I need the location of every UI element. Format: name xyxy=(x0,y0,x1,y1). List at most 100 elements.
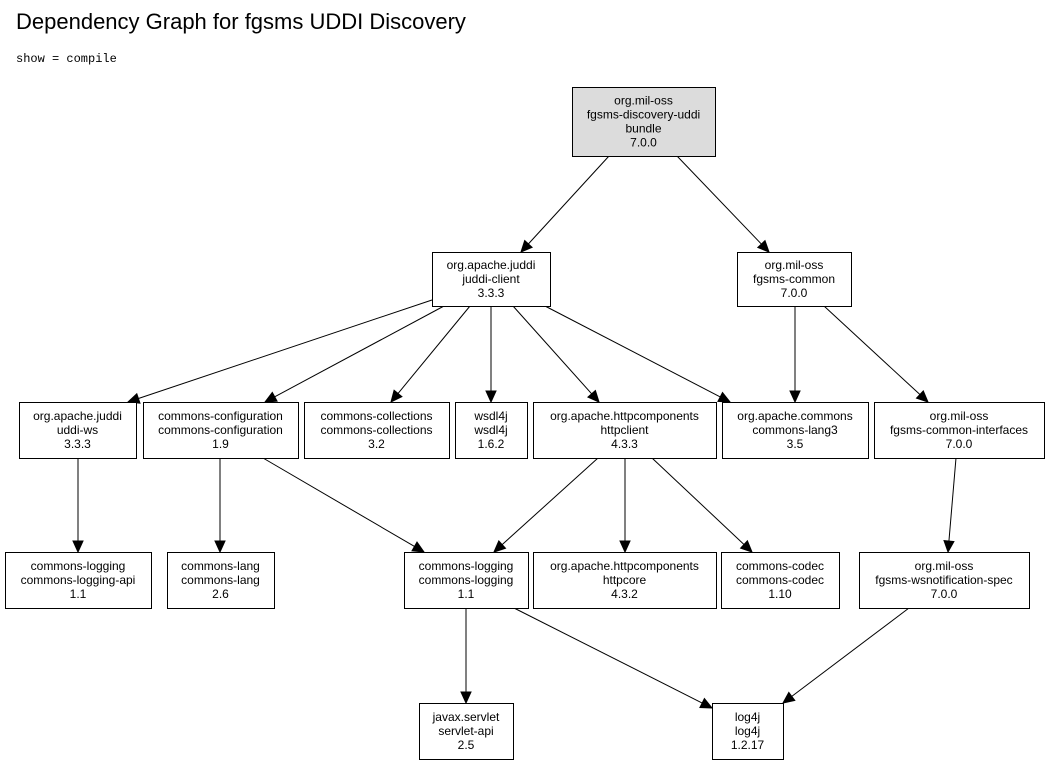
node-label-line: org.apache.juddi xyxy=(33,409,122,423)
edge-root-to-juddi-client xyxy=(520,155,610,253)
edge-commons-logging-to-servlet-api xyxy=(460,608,472,705)
node-box xyxy=(712,703,784,760)
node-label-line: 1.10 xyxy=(768,587,792,601)
arrowhead xyxy=(520,239,534,253)
node-box xyxy=(432,252,551,307)
node-label-line: org.apache.httpcomponents xyxy=(550,559,699,573)
edge-juddi-client-to-uddi-ws xyxy=(126,299,433,404)
node-label-line: commons-collections xyxy=(320,409,432,423)
edge-fgsms-wsnotification-spec-to-log4j xyxy=(782,607,910,704)
node-box xyxy=(455,402,528,459)
edge-line xyxy=(948,457,957,542)
node-label-line: httpcore xyxy=(603,573,647,587)
node-label-line: commons-configuration xyxy=(158,423,283,437)
edge-line xyxy=(676,155,762,245)
arrowhead xyxy=(943,540,955,554)
node-box xyxy=(533,402,717,459)
nodes-layer: org.mil-ossfgsms-discovery-uddibundle7.0… xyxy=(5,87,1045,760)
arrowhead xyxy=(485,390,497,404)
edge-line xyxy=(513,607,703,704)
arrowhead xyxy=(493,539,507,553)
node-label-line: commons-collections xyxy=(320,423,432,437)
node-label-line: httpclient xyxy=(600,423,649,437)
node-box xyxy=(419,703,514,760)
edge-line xyxy=(138,299,433,399)
arrowhead xyxy=(126,392,141,404)
edge-line xyxy=(823,305,921,395)
edge-juddi-client-to-commons-collections xyxy=(390,305,471,403)
node-label-line: 2.5 xyxy=(458,738,475,752)
node-box xyxy=(533,552,717,609)
node-label-line: log4j xyxy=(735,724,760,738)
arrowhead xyxy=(782,691,796,704)
edge-uddi-ws-to-commons-logging-api xyxy=(72,458,84,554)
arrowhead xyxy=(411,541,426,553)
edge-commons-logging-to-log4j xyxy=(513,607,714,709)
edge-juddi-client-to-wsdl4j xyxy=(485,306,497,404)
node-label-line: org.mil-oss xyxy=(915,559,974,573)
edge-line xyxy=(544,305,721,398)
edge-line xyxy=(274,305,445,398)
arrowhead xyxy=(789,390,801,404)
node-commons-collections: commons-collectionscommons-collections3.… xyxy=(304,402,450,459)
node-box xyxy=(737,252,852,307)
edge-line xyxy=(791,607,910,697)
arrowhead xyxy=(699,697,714,709)
node-label-line: commons-codec xyxy=(736,573,824,587)
arrowhead xyxy=(717,391,732,403)
edge-commons-configuration-to-commons-logging xyxy=(262,457,426,553)
arrowhead xyxy=(214,540,226,554)
node-fgsms-wsnotification-spec: org.mil-ossfgsms-wsnotification-spec7.0.… xyxy=(859,552,1030,609)
node-label-line: 2.6 xyxy=(212,587,229,601)
node-box xyxy=(167,552,275,609)
node-label-line: fgsms-common xyxy=(753,272,835,286)
node-label-line: javax.servlet xyxy=(432,710,500,724)
arrowhead xyxy=(390,389,403,403)
node-label-line: org.mil-oss xyxy=(930,409,989,423)
node-label-line: wsdl4j xyxy=(473,423,507,437)
node-label-line: fgsms-common-interfaces xyxy=(890,423,1028,437)
edge-line xyxy=(512,305,593,395)
node-label-line: 7.0.0 xyxy=(931,587,958,601)
edge-juddi-client-to-commons-lang3 xyxy=(544,305,732,403)
node-label-line: 1.6.2 xyxy=(478,437,505,451)
node-box xyxy=(304,402,450,459)
node-label-line: 3.3.3 xyxy=(64,437,91,451)
edge-line xyxy=(397,305,471,394)
node-label-line: commons-lang3 xyxy=(752,423,838,437)
node-box xyxy=(721,552,840,609)
node-label-line: 1.2.17 xyxy=(731,738,765,752)
node-label-line: bundle xyxy=(625,122,661,136)
node-label-line: wsdl4j xyxy=(473,409,507,423)
node-label-line: 4.3.2 xyxy=(611,587,638,601)
edge-line xyxy=(501,457,599,545)
node-label-line: commons-logging-api xyxy=(21,573,136,587)
edge-httpclient-to-commons-logging xyxy=(493,457,599,553)
node-box xyxy=(5,552,152,609)
node-box xyxy=(572,87,716,157)
node-label-line: 3.3.3 xyxy=(478,286,505,300)
edge-httpclient-to-httpcore xyxy=(619,458,631,554)
edge-fgsms-common-to-commons-lang3 xyxy=(789,306,801,404)
edge-line xyxy=(651,457,745,545)
node-label-line: 4.3.3 xyxy=(611,437,638,451)
arrowhead xyxy=(756,239,770,253)
page-title: Dependency Graph for fgsms UDDI Discover… xyxy=(16,9,466,34)
node-label-line: org.apache.commons xyxy=(737,409,852,423)
edge-juddi-client-to-httpclient xyxy=(512,305,600,403)
edge-line xyxy=(262,457,415,547)
edge-line xyxy=(528,155,610,245)
arrowhead xyxy=(739,539,753,553)
arrowhead xyxy=(619,540,631,554)
